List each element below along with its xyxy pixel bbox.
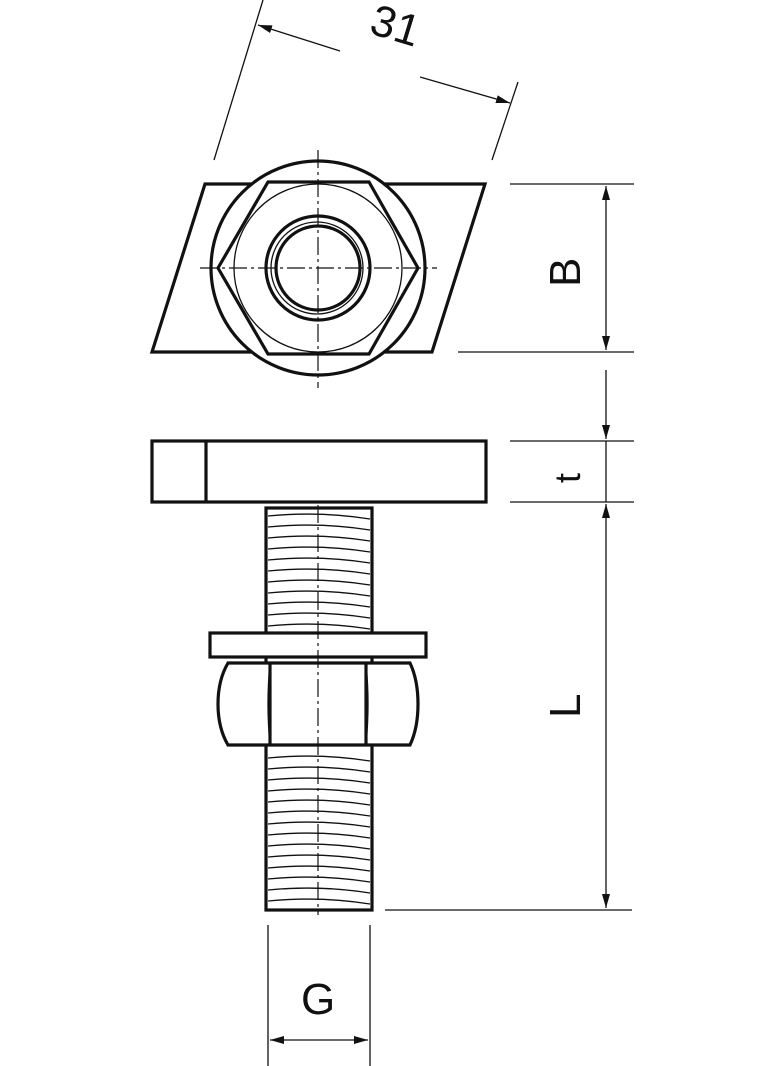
thread-line — [267, 887, 371, 894]
thread-line — [267, 579, 371, 586]
head-plate-side — [150, 439, 488, 504]
top-view — [149, 150, 488, 388]
dimension-l: L — [385, 504, 632, 911]
thread-line — [267, 865, 371, 872]
thread-line — [267, 535, 371, 542]
dimension-31: 31 — [213, 0, 519, 161]
thread-line — [267, 788, 371, 795]
width-label: 31 — [365, 0, 426, 57]
thread-line — [267, 854, 371, 861]
hammer-head-plate — [149, 182, 488, 354]
thread-line — [267, 513, 371, 520]
thread-line — [267, 612, 371, 619]
thread-line — [267, 590, 371, 597]
thread-line — [267, 799, 371, 806]
thickness-label: t — [547, 473, 588, 483]
thread-line — [267, 524, 371, 531]
thread-line — [267, 557, 371, 564]
height-label: B — [541, 258, 590, 287]
thread-label: G — [301, 975, 335, 1024]
thread-line — [267, 876, 371, 883]
dimension-t: t — [510, 370, 634, 503]
dimension-g: G — [267, 925, 371, 1066]
length-label: L — [541, 694, 590, 718]
thread-line — [267, 623, 371, 630]
thread-line — [267, 777, 371, 784]
thread-line — [267, 898, 371, 905]
thread-line — [267, 755, 371, 762]
side-view — [150, 439, 488, 915]
thread-line — [267, 568, 371, 575]
thread-line — [267, 546, 371, 553]
thread-lines — [267, 513, 371, 905]
thread-line — [267, 821, 371, 828]
thread-line — [267, 832, 371, 839]
thread-line — [267, 766, 371, 773]
thread-line — [267, 843, 371, 850]
dimension-b: B — [458, 183, 634, 353]
thread-line — [267, 601, 371, 608]
thread-line — [267, 810, 371, 817]
